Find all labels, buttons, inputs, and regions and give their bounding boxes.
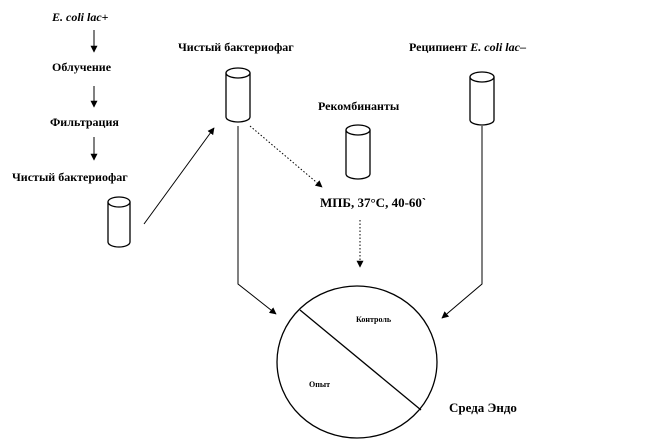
pure-phage-left-label: Чистый бактериофаг bbox=[12, 170, 128, 184]
recombinants-label: Рекомбинанты bbox=[318, 99, 400, 113]
arrow-phage-to-plate bbox=[237, 126, 277, 315]
arrow-to-medium bbox=[249, 125, 323, 188]
source-strain-label: E. coli lac+ bbox=[51, 10, 109, 24]
filtration-label: Фильтрация bbox=[50, 115, 119, 129]
irradiation-label: Облучение bbox=[52, 60, 112, 74]
endo-plate bbox=[276, 285, 438, 439]
medium-label: Среда Эндо bbox=[449, 400, 517, 415]
top-phage-tube bbox=[225, 67, 251, 123]
left-phage-tube bbox=[107, 196, 131, 248]
arrow-recipient-to-plate bbox=[441, 126, 483, 319]
recipient-label: Реципиент E. coli lac– bbox=[409, 40, 527, 54]
medium-conditions-label: МПБ, 37°С, 40-60` bbox=[320, 195, 426, 210]
recipient-tube bbox=[469, 71, 495, 126]
experiment-label: Опыт bbox=[309, 380, 330, 389]
recombinants-tube bbox=[345, 124, 371, 180]
pure-phage-top-label: Чистый бактериофаг bbox=[178, 40, 294, 54]
arrow-to-top-phage bbox=[143, 127, 215, 225]
control-label: Контроль bbox=[356, 315, 392, 324]
